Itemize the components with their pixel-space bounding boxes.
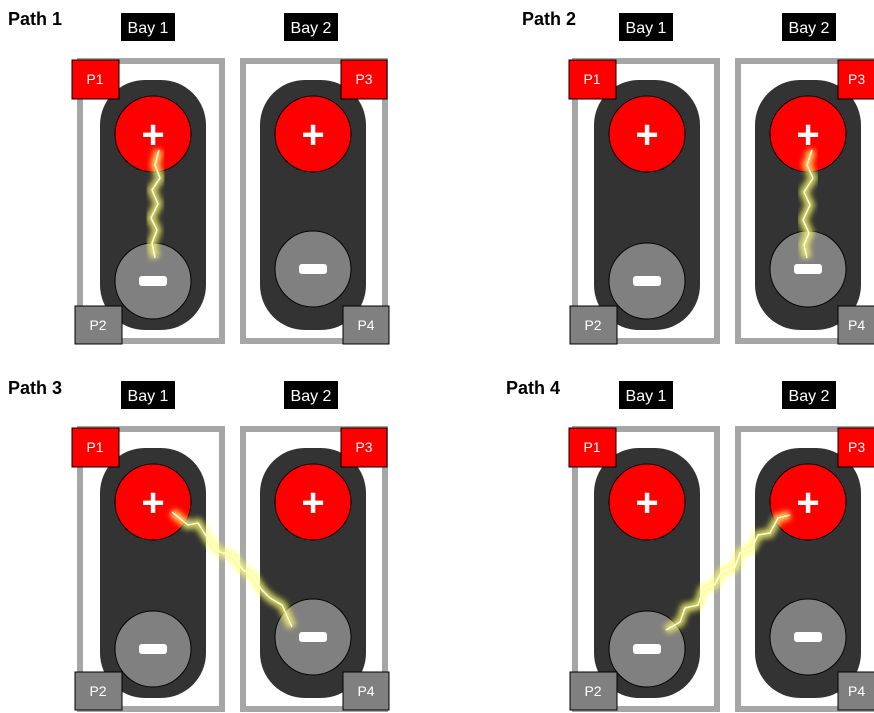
panel-title-path-1: Path 1 [8,9,62,29]
badge-label: P3 [355,71,372,87]
plus-icon: + [635,481,658,525]
badge-positive [71,59,120,100]
bay-label-box [782,381,836,409]
bay-label: Bay 2 [789,20,830,37]
badge-positive [568,427,617,468]
minus-icon [794,632,822,642]
badge-positive [837,59,874,100]
bay-label: Bay 1 [626,388,667,405]
electric-arc [169,508,297,629]
positive-terminal [769,463,847,541]
bay-label-box [619,381,673,409]
bay-label-box [121,13,175,41]
bay-label-box [782,13,836,41]
plus-icon: + [141,113,164,157]
bay-label: Bay 1 [128,20,169,37]
badge-positive [340,59,388,100]
badge-label: P2 [89,317,106,333]
plus-icon: + [796,113,819,157]
bay-label: Bay 2 [291,388,332,405]
bay-outline [572,58,720,344]
badge-negative [569,305,618,345]
badge-negative [342,305,390,345]
badge-positive [71,427,120,468]
badge-negative [74,305,123,345]
bay-label-box [284,13,338,41]
badge-label: P1 [86,439,103,455]
positive-terminal [274,463,352,541]
panel-path-2: Bay 1 Bay 2 + + P1 P2 P3 P4 [568,13,874,345]
bay-outline [572,426,720,712]
plus-icon: + [301,481,324,525]
positive-terminal [608,463,686,541]
badge-negative [837,305,874,345]
plus-icon: + [141,481,164,525]
bay-label: Bay 2 [291,20,332,37]
positive-terminal [608,95,686,173]
badge-negative [74,671,123,711]
panel-path-3: Bay 1 Bay 2 + + P1 P2 P3 P4 [71,381,390,712]
badge-label: P2 [584,683,601,699]
bay-label-box [284,381,338,409]
panel-title-path-3: Path 3 [8,378,62,398]
badge-label: P4 [357,317,374,333]
badge-positive [340,427,388,468]
bay-label-box [619,13,673,41]
plus-icon: + [635,113,658,157]
badge-positive [837,427,874,468]
minus-icon [299,632,327,642]
badge-label: P1 [583,71,600,87]
badge-label: P4 [848,317,865,333]
badge-label: P4 [357,683,374,699]
minus-icon [299,264,327,274]
plus-icon: + [301,113,324,157]
electric-arc [145,148,166,259]
minus-icon [139,276,167,286]
minus-icon [633,276,661,286]
badge-label: P3 [848,71,865,87]
bay-outline [77,58,225,344]
badge-negative [569,671,618,711]
badge-negative [342,671,390,711]
minus-icon [794,264,822,274]
badge-label: P1 [86,71,103,87]
plus-icon: + [796,481,819,525]
bay-label: Bay 1 [626,20,667,37]
badge-label: P3 [355,439,372,455]
badge-positive [568,59,617,100]
panel-title-path-2: Path 2 [522,9,576,29]
badge-label: P4 [848,683,865,699]
panel-path-1: Bay 1 Bay 2 + + P1 P2 P3 P4 [71,13,390,345]
badge-label: P1 [583,439,600,455]
positive-terminal [114,463,192,541]
electric-arc [798,148,819,260]
bay-label: Bay 1 [128,388,169,405]
positive-terminal [274,95,352,173]
panel-path-4: Bay 1 Bay 2 + + P1 P2 P3 P4 [568,381,874,712]
electric-arc [663,510,792,634]
bay-label: Bay 2 [789,388,830,405]
bay-outline [735,58,874,344]
panel-title-path-4: Path 4 [506,378,560,398]
bay-label-box [121,381,175,409]
bay-outline [240,58,388,344]
badge-label: P3 [848,439,865,455]
minus-icon [633,644,661,654]
bay-outline [77,426,225,712]
badge-negative [837,671,874,711]
badge-label: P2 [584,317,601,333]
minus-icon [139,644,167,654]
badge-label: P2 [89,683,106,699]
